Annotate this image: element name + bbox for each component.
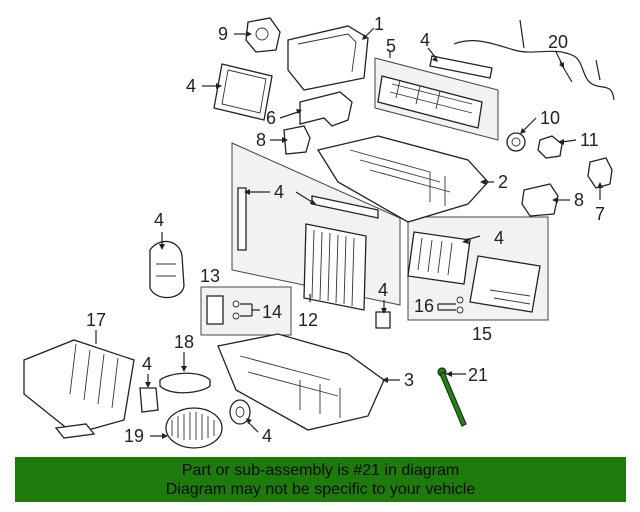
callout-8-a: 8 [256, 130, 266, 150]
part-3-lower-case [217, 333, 385, 431]
callout-1: 1 [374, 14, 384, 34]
part-8-actuator-a [283, 125, 311, 155]
part-1-housing [287, 25, 369, 91]
part-10-motor [506, 132, 526, 152]
callout-18: 18 [174, 332, 194, 352]
part-6-duct [299, 91, 353, 127]
callout-9: 9 [218, 24, 228, 44]
callout-4-h: 4 [262, 426, 272, 446]
notice-line-1: Part or sub-assembly is #21 in diagram [181, 462, 460, 479]
part-7-sensor [587, 157, 613, 189]
callout-4-f: 4 [378, 280, 388, 300]
part-12-evaporator [303, 223, 367, 311]
part-15-heater-core-a [407, 231, 471, 285]
callout-21[interactable]: 21 [468, 365, 488, 385]
callout-8-b: 8 [574, 190, 584, 210]
part-19-blower [165, 407, 223, 449]
part-8-actuator-b [521, 183, 559, 217]
part-9-actuator [245, 17, 281, 53]
part-4-seal-a [429, 55, 493, 79]
callout-4-b: 4 [420, 30, 430, 50]
part-11-actuator [537, 135, 563, 159]
callout-4-d: 4 [154, 210, 164, 230]
callout-4-e: 4 [494, 228, 504, 248]
callout-14: 14 [262, 302, 282, 322]
part-13-expansion-valve [206, 295, 224, 325]
notice-banner: Part or sub-assembly is #21 in diagram D… [15, 457, 626, 502]
callout-17: 17 [86, 310, 106, 330]
callout-12: 12 [298, 310, 318, 330]
callout-16: 16 [414, 296, 434, 316]
callout-13: 13 [200, 266, 220, 286]
callout-7: 7 [595, 204, 605, 224]
part-4-seal-b [237, 187, 247, 251]
callout-6: 6 [266, 108, 276, 128]
callout-2: 2 [498, 172, 508, 192]
callout-11: 11 [580, 130, 599, 150]
part-4-motor-small [229, 399, 251, 425]
callout-5: 5 [386, 36, 396, 56]
callout-15: 15 [472, 324, 492, 344]
callout-10: 10 [540, 108, 560, 128]
part-18-cover [159, 372, 211, 394]
callout-19: 19 [124, 426, 144, 446]
part-20-wiring-harness [453, 19, 615, 101]
part-17-lower-duct [23, 339, 135, 439]
callout-4-c: 4 [274, 182, 284, 202]
part-21-highlighted[interactable] [437, 367, 467, 427]
callout-4-g: 4 [142, 354, 152, 374]
part-4-cover-round [149, 240, 185, 299]
callout-20: 20 [548, 32, 568, 52]
part-4-seal-d [375, 311, 391, 329]
parts-diagram: 9 1 4 5 4 20 6 10 8 11 2 8 7 4 4 4 13 4 … [23, 14, 615, 449]
part-2-upper-case [316, 135, 489, 223]
part-15-heater-core-b [469, 255, 541, 313]
notice-line-2: Diagram may not be specific to your vehi… [165, 481, 476, 498]
part-4-seal-e [139, 387, 159, 413]
callout-4-a: 4 [186, 76, 196, 96]
callout-3: 3 [404, 370, 414, 390]
